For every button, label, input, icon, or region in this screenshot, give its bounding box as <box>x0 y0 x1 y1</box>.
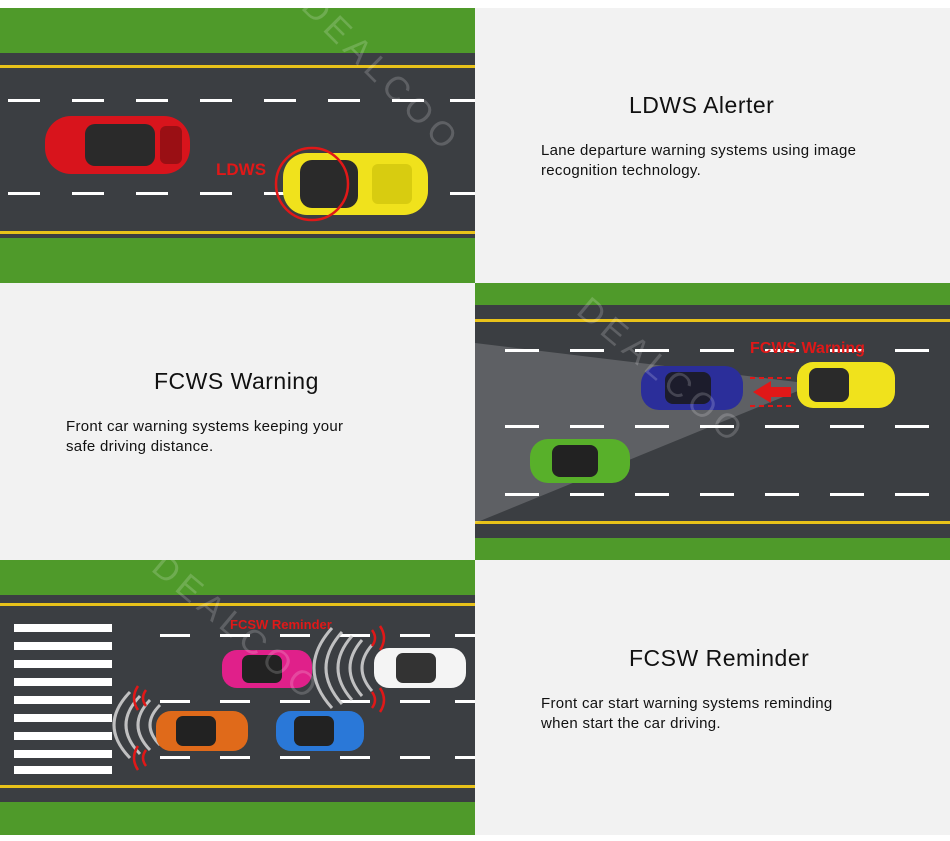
fcsw-description-line: when start the car driving. <box>541 715 721 732</box>
fcsw-description-line: Front car start warning systems remindin… <box>541 695 833 712</box>
yellow-car <box>797 362 895 408</box>
fcws-title: FCWS Warning <box>154 368 319 394</box>
fcws-description-line: safe driving distance. <box>66 438 214 455</box>
green-car <box>530 439 630 483</box>
crosswalk <box>14 624 112 774</box>
ldws-description-line: Lane departure warning systems using ima… <box>541 142 857 159</box>
fcws-description-line: Front car warning systems keeping your <box>66 418 344 435</box>
fcws-illustration: FCWS Warning DEALCOO <box>475 283 950 560</box>
yellow-car <box>283 153 428 215</box>
ldws-illustration: LDWS DEALCOO <box>0 8 475 283</box>
fcws-description: Front car warning systems keeping your s… <box>66 417 343 457</box>
fcws-text-panel: FCWS Warning Front car warning systems k… <box>0 283 475 560</box>
pink-car <box>222 650 312 688</box>
fcsw-scene-label: FCSW Reminder <box>230 617 332 632</box>
lightblue-car <box>276 711 364 751</box>
orange-car <box>156 711 248 751</box>
white-car <box>374 648 466 688</box>
ldws-description-line: recognition technology. <box>541 162 702 179</box>
fcsw-illustration: FCSW Reminder DEALCOO <box>0 560 475 835</box>
blue-car <box>641 366 743 410</box>
warning-arrow <box>753 381 791 403</box>
fcsw-text-panel: FCSW Reminder Front car start warning sy… <box>475 560 950 835</box>
fcsw-title: FCSW Reminder <box>629 645 810 671</box>
red-car <box>45 116 190 174</box>
ldws-description: Lane departure warning systems using ima… <box>541 141 856 181</box>
ldws-text-panel: LDWS Alerter Lane departure warning syst… <box>475 8 950 283</box>
fcsw-description: Front car start warning systems remindin… <box>541 694 833 734</box>
ldws-title: LDWS Alerter <box>629 92 775 118</box>
ldws-scene-label: LDWS <box>216 160 266 179</box>
fcws-scene-label: FCWS Warning <box>750 340 865 357</box>
